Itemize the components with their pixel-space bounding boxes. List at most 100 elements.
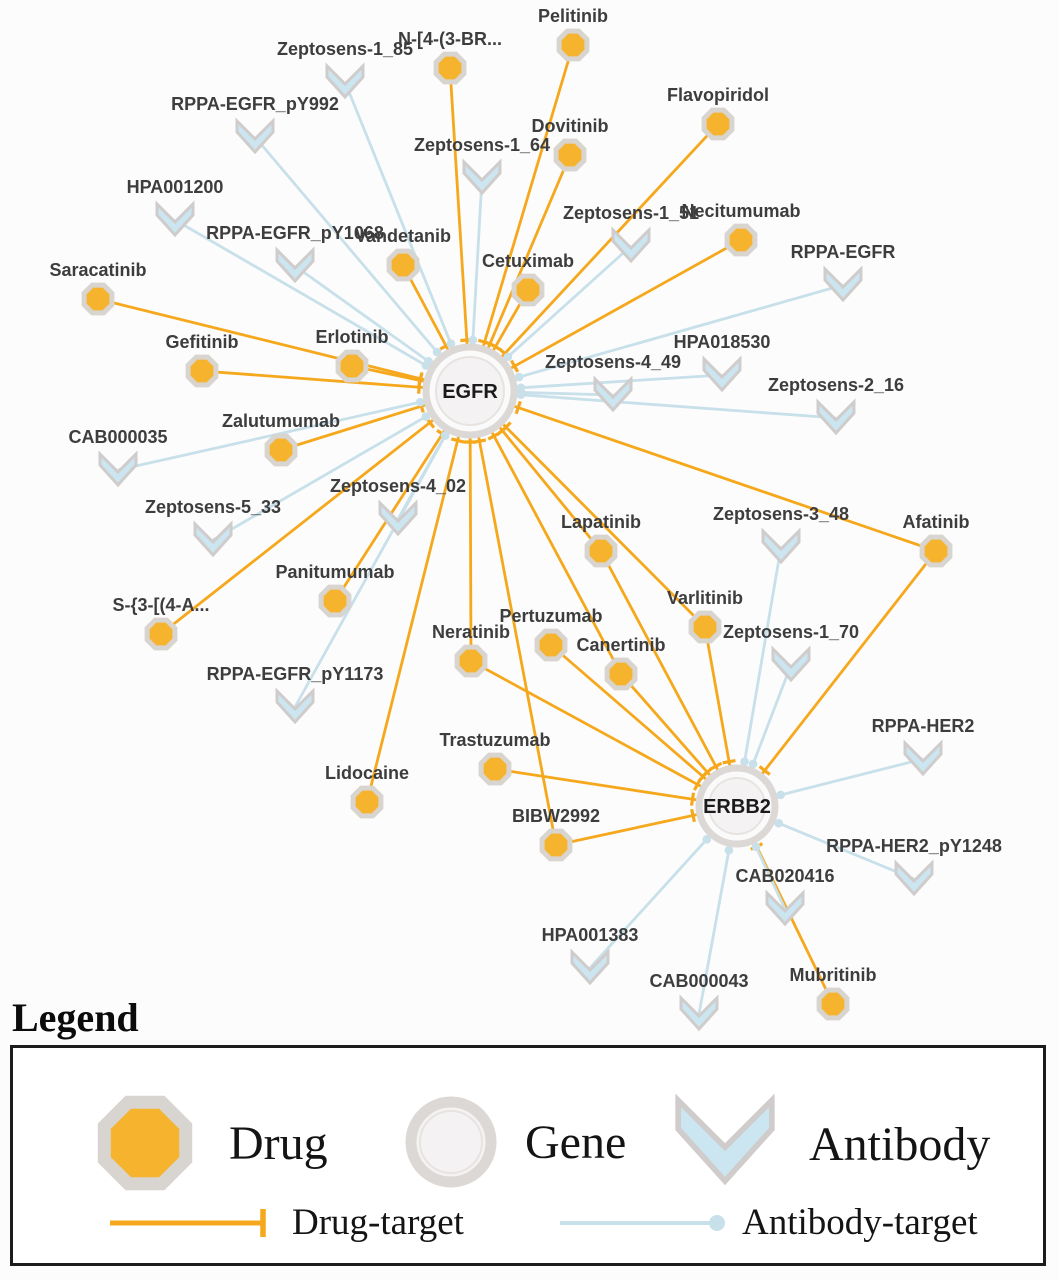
- node-Dovitinib: [553, 138, 587, 172]
- antibody-chevron: [325, 62, 365, 100]
- node-HPA018530: [702, 355, 742, 393]
- node-Gefitinib: [185, 354, 219, 388]
- node-label-S3: S-{3-[(4-A...: [112, 595, 209, 615]
- node-label-Zeptosens-1_64: Zeptosens-1_64: [414, 135, 550, 155]
- drug-octagon-icon: [97, 1095, 193, 1191]
- node-label-Pertuzumab: Pertuzumab: [499, 606, 602, 626]
- drug-octagon: [318, 584, 352, 618]
- node-Pelitinib: [556, 28, 590, 62]
- legend-item-antibody: Antibody: [665, 1094, 990, 1194]
- node-label-CAB020416: CAB020416: [735, 866, 834, 886]
- node-Zeptosens-1_85: [325, 62, 365, 100]
- antibody-chevron: [903, 739, 943, 777]
- antibody-target-dot: [468, 335, 478, 345]
- drug-target-tee: [514, 400, 522, 415]
- node-Varlitinib: [688, 610, 722, 644]
- drug-octagon: [604, 657, 638, 691]
- antibody-target-dot: [702, 835, 712, 844]
- drug-target-tee: [472, 438, 487, 444]
- edge-Saracatinib-EGFR: [97, 297, 471, 393]
- edge-N4-EGFR: [448, 67, 472, 392]
- gene-circle-inner: [435, 356, 505, 426]
- edge-Zeptosens-1_85-EGFR: [343, 81, 472, 392]
- node-label-Zeptosens-2_16: Zeptosens-2_16: [768, 375, 904, 395]
- drug-target-tee: [692, 777, 703, 791]
- legend-box: Drug Gene Antibody Drug-target: [10, 1045, 1046, 1266]
- node-Flavopiridol: [701, 107, 735, 141]
- node-label-Flavopiridol: Flavopiridol: [667, 85, 769, 105]
- antibody-chevron: [378, 499, 418, 537]
- drug-octagon: [688, 610, 722, 644]
- gene-circle-icon: [405, 1096, 497, 1188]
- node-Vandetanib: [386, 248, 420, 282]
- node-label-RPPA-EGFR_pY1173: RPPA-EGFR_pY1173: [207, 664, 384, 684]
- node-CAB000043: [679, 994, 719, 1032]
- node-Zeptosens-4_02: [378, 499, 418, 537]
- edge-HPA001200-EGFR: [174, 218, 471, 393]
- antibody-chevron: [765, 889, 805, 927]
- edge-CAB000035-EGFR: [117, 389, 471, 472]
- node-Afatinib: [919, 534, 953, 568]
- node-Zeptosens-2_16: [816, 398, 856, 436]
- node-Zeptosens-1_70: [771, 645, 811, 683]
- edge-Lapatinib-ERBB2: [599, 550, 739, 807]
- drug-target-tee: [701, 766, 714, 778]
- node-layer: [81, 28, 953, 1032]
- edge-RPPA-EGFR-EGFR: [469, 283, 844, 393]
- node-ERBB2: [695, 764, 779, 848]
- drug-target-tee: [500, 421, 512, 433]
- antibody-target-dot: [514, 372, 524, 382]
- antibody-chevron: [155, 200, 195, 238]
- node-Zeptosens-3_48: [761, 527, 801, 565]
- antibody-target-dot: [740, 757, 749, 766]
- edge-Pelitinib-EGFR: [468, 44, 575, 392]
- node-RPPA-EGFR_pY1068: [275, 246, 315, 284]
- node-RPPA-EGFR: [823, 265, 863, 303]
- node-Necitumumab: [724, 223, 758, 257]
- node-label-Zeptosens-5_33: Zeptosens-5_33: [145, 497, 281, 517]
- node-label-Zalutumumab: Zalutumumab: [222, 411, 340, 431]
- node-label-Zeptosens-3_48: Zeptosens-3_48: [713, 504, 849, 524]
- antibody-chevron: [98, 450, 138, 488]
- drug-octagon: [335, 349, 369, 383]
- legend-title: Legend: [12, 995, 139, 1040]
- node-label-Dovitinib: Dovitinib: [532, 116, 609, 136]
- drug-octagon: [433, 51, 467, 85]
- node-label-RPPA-EGFR_pY1068: RPPA-EGFR_pY1068: [206, 223, 384, 243]
- drug-octagon: [478, 752, 512, 786]
- edge-Afatinib-ERBB2: [735, 550, 938, 807]
- legend-antibody-target-label: Antibody-target: [742, 1202, 978, 1243]
- antibody-target-dot: [751, 842, 761, 852]
- antibody-target-dot: [503, 352, 513, 362]
- node-label-Zeptosens-4_02: Zeptosens-4_02: [330, 476, 466, 496]
- legend-gene-label: Gene: [525, 1115, 627, 1169]
- node-label-HPA018530: HPA018530: [674, 332, 771, 352]
- edge-Afatinib-EGFR: [469, 389, 937, 553]
- antibody-chevron: [193, 520, 233, 558]
- node-label-HPA001383: HPA001383: [542, 925, 639, 945]
- node-HPA001200: [155, 200, 195, 238]
- antibody-chevron: [570, 948, 610, 986]
- node-label-Zeptosens-4_49: Zeptosens-4_49: [545, 352, 681, 372]
- node-Cetuximab: [511, 273, 545, 307]
- node-Lidocaine: [350, 785, 384, 819]
- node-label-Zeptosens-1_70: Zeptosens-1_70: [723, 622, 859, 642]
- node-CAB020416: [765, 889, 805, 927]
- drug-octagon: [816, 987, 850, 1021]
- node-RPPA-EGFR_pY992: [235, 117, 275, 155]
- legend-antibody-label: Antibody: [809, 1117, 991, 1171]
- antibody-target-dot: [774, 818, 783, 828]
- node-Trastuzumab: [478, 752, 512, 786]
- node-label-Canertinib: Canertinib: [576, 635, 665, 655]
- node-label-Vandetanib: Vandetanib: [355, 226, 451, 246]
- antibody-chevron: [771, 645, 811, 683]
- drug-octagon: [81, 282, 115, 316]
- antibody-target-dot: [432, 347, 442, 357]
- antibody-target-dot: [516, 390, 526, 400]
- node-label-Lapatinib: Lapatinib: [561, 512, 641, 532]
- drug-octagon: [724, 223, 758, 257]
- legend-drug-target-label: Drug-target: [292, 1202, 464, 1243]
- node-label-Neratinib: Neratinib: [432, 622, 510, 642]
- node-N4: [433, 51, 467, 85]
- antibody-target-dot: [748, 759, 758, 769]
